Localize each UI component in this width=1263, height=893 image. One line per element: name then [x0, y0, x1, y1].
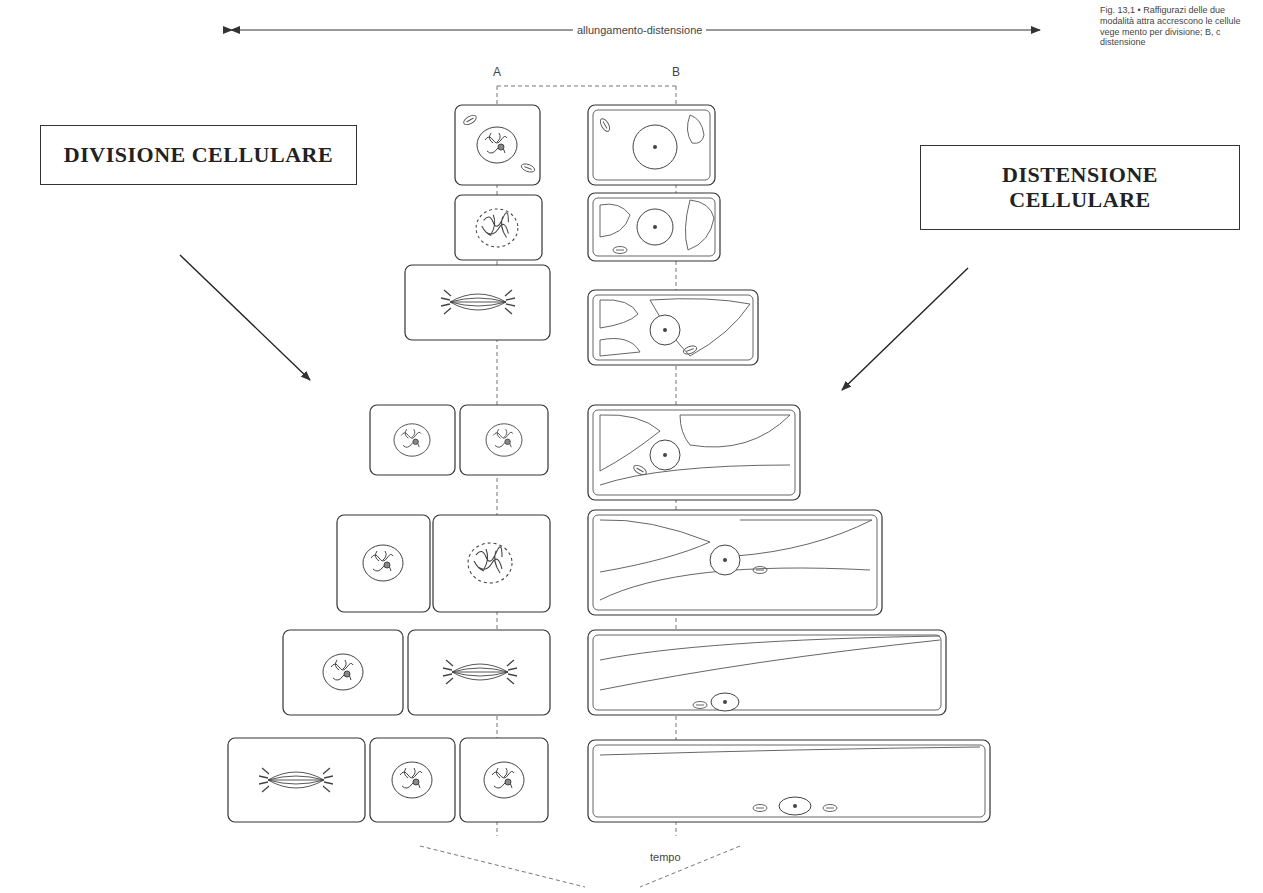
- heading-box: DISTENSIONE CELLULARE: [920, 145, 1240, 230]
- figure-caption: Fig. 13,1 • Raffigurazi delle due modali…: [1100, 5, 1255, 48]
- axis-label: tempo: [646, 851, 685, 863]
- column-letter: A: [493, 65, 501, 79]
- heading-text: DIVISIONE CELLULARE: [61, 142, 336, 167]
- heading-box: DIVISIONE CELLULARE: [40, 125, 357, 185]
- heading-text: DISTENSIONE CELLULARE: [941, 162, 1219, 213]
- axis-label: allungamento-distensione: [573, 24, 706, 36]
- column-letter: B: [672, 65, 680, 79]
